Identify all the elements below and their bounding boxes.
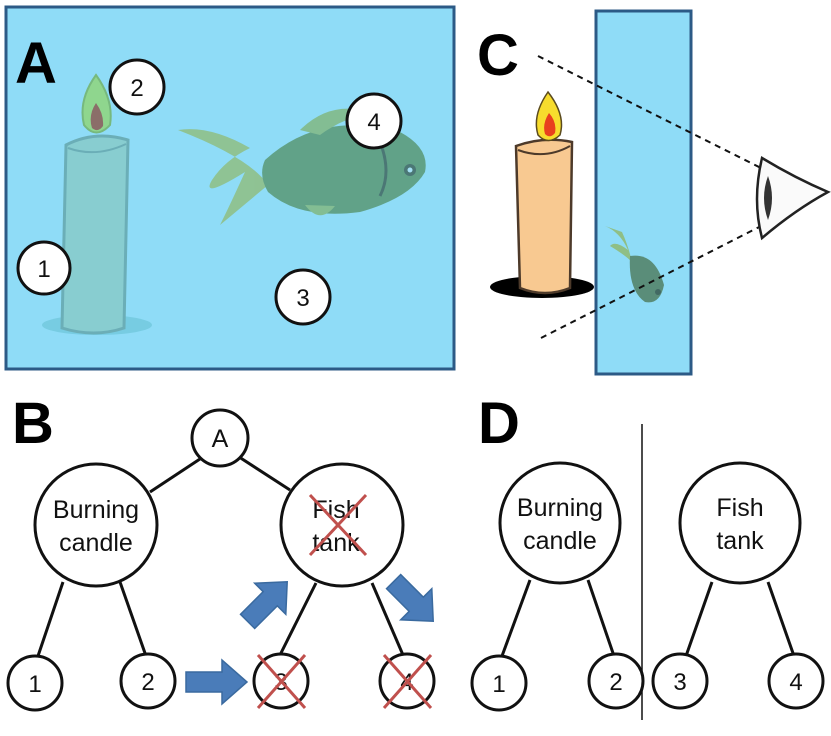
- cross-icon: [256, 654, 433, 709]
- panel-b-letter: B: [12, 391, 54, 456]
- arrow-icon: [385, 573, 434, 622]
- sight-line-top: [537, 55, 766, 171]
- edge-d-tank-4: [766, 581, 796, 657]
- marker-3-label: 3: [296, 285, 309, 312]
- edge-candle-1: [36, 581, 65, 657]
- panel-c: C: [477, 9, 831, 376]
- panel-c-tank-side: [594, 9, 693, 376]
- edge-d-candle-1: [500, 579, 532, 657]
- d-leaf-2-label: 2: [609, 669, 622, 696]
- arrow-icon: [239, 581, 288, 630]
- edge-root-candle: [149, 453, 207, 494]
- d-candle-node-label-line2: candle: [523, 527, 597, 555]
- marker-2-circle: [108, 58, 166, 116]
- leaf-2-label: 2: [141, 669, 154, 696]
- d-tank-node: [678, 461, 802, 585]
- d-leaf-3-label: 3: [673, 669, 686, 696]
- sight-line-bottom: [540, 223, 766, 339]
- d-candle-node-label-line1: Burning: [517, 494, 603, 522]
- root-node-label: A: [212, 425, 229, 453]
- edge-root-tank: [235, 453, 291, 492]
- candle-icon: [490, 90, 594, 298]
- leaf-1-node: [6, 654, 64, 712]
- d-leaf-1-node: [470, 654, 528, 712]
- panel-d: D Burning candle Fish tank 1 2 3 4: [470, 391, 825, 720]
- marker-4-label: 4: [367, 109, 380, 136]
- edge-tank-3: [278, 582, 318, 656]
- edge-tank-4: [370, 582, 405, 656]
- d-leaf-2-node: [587, 652, 645, 710]
- leaf-1-label: 1: [28, 671, 41, 698]
- marker-4-circle: [345, 92, 403, 150]
- panel-b: B A Burning candle Fish tank 1 2 3 4: [6, 391, 436, 712]
- candle-icon: [42, 73, 152, 335]
- d-leaf-4-node: [767, 652, 825, 710]
- panel-a: 1 2 3 4 A: [4, 5, 456, 371]
- fish-icon: [605, 226, 664, 303]
- leaf-2-node: [119, 652, 177, 710]
- d-candle-node: [498, 461, 622, 585]
- candle-node-label-line1: Burning: [53, 496, 139, 524]
- cross-icon: [308, 493, 368, 557]
- arrow-icon: [185, 658, 249, 706]
- d-leaf-1-label: 1: [492, 671, 505, 698]
- marker-1-label: 1: [37, 256, 50, 283]
- panel-d-letter: D: [478, 391, 520, 456]
- edge-d-candle-2: [586, 579, 616, 657]
- d-leaf-3-node: [651, 652, 709, 710]
- eye-icon: [755, 156, 831, 241]
- edge-candle-2: [118, 581, 148, 657]
- d-leaf-4-label: 4: [789, 669, 802, 696]
- candle-node-label-line2: candle: [59, 529, 133, 557]
- d-tank-node-label-line2: tank: [716, 527, 764, 555]
- marker-3-circle: [274, 268, 332, 326]
- marker-1-circle: [16, 240, 72, 296]
- panel-a-letter: A: [15, 31, 57, 96]
- d-tank-node-label-line1: Fish: [716, 494, 763, 522]
- edge-d-tank-3: [684, 581, 714, 657]
- marker-2-label: 2: [130, 75, 143, 102]
- panel-c-letter: C: [477, 23, 519, 88]
- fish-icon: [178, 108, 426, 225]
- tank-node: [279, 462, 405, 588]
- root-node: [190, 408, 250, 468]
- candle-node: [33, 462, 159, 588]
